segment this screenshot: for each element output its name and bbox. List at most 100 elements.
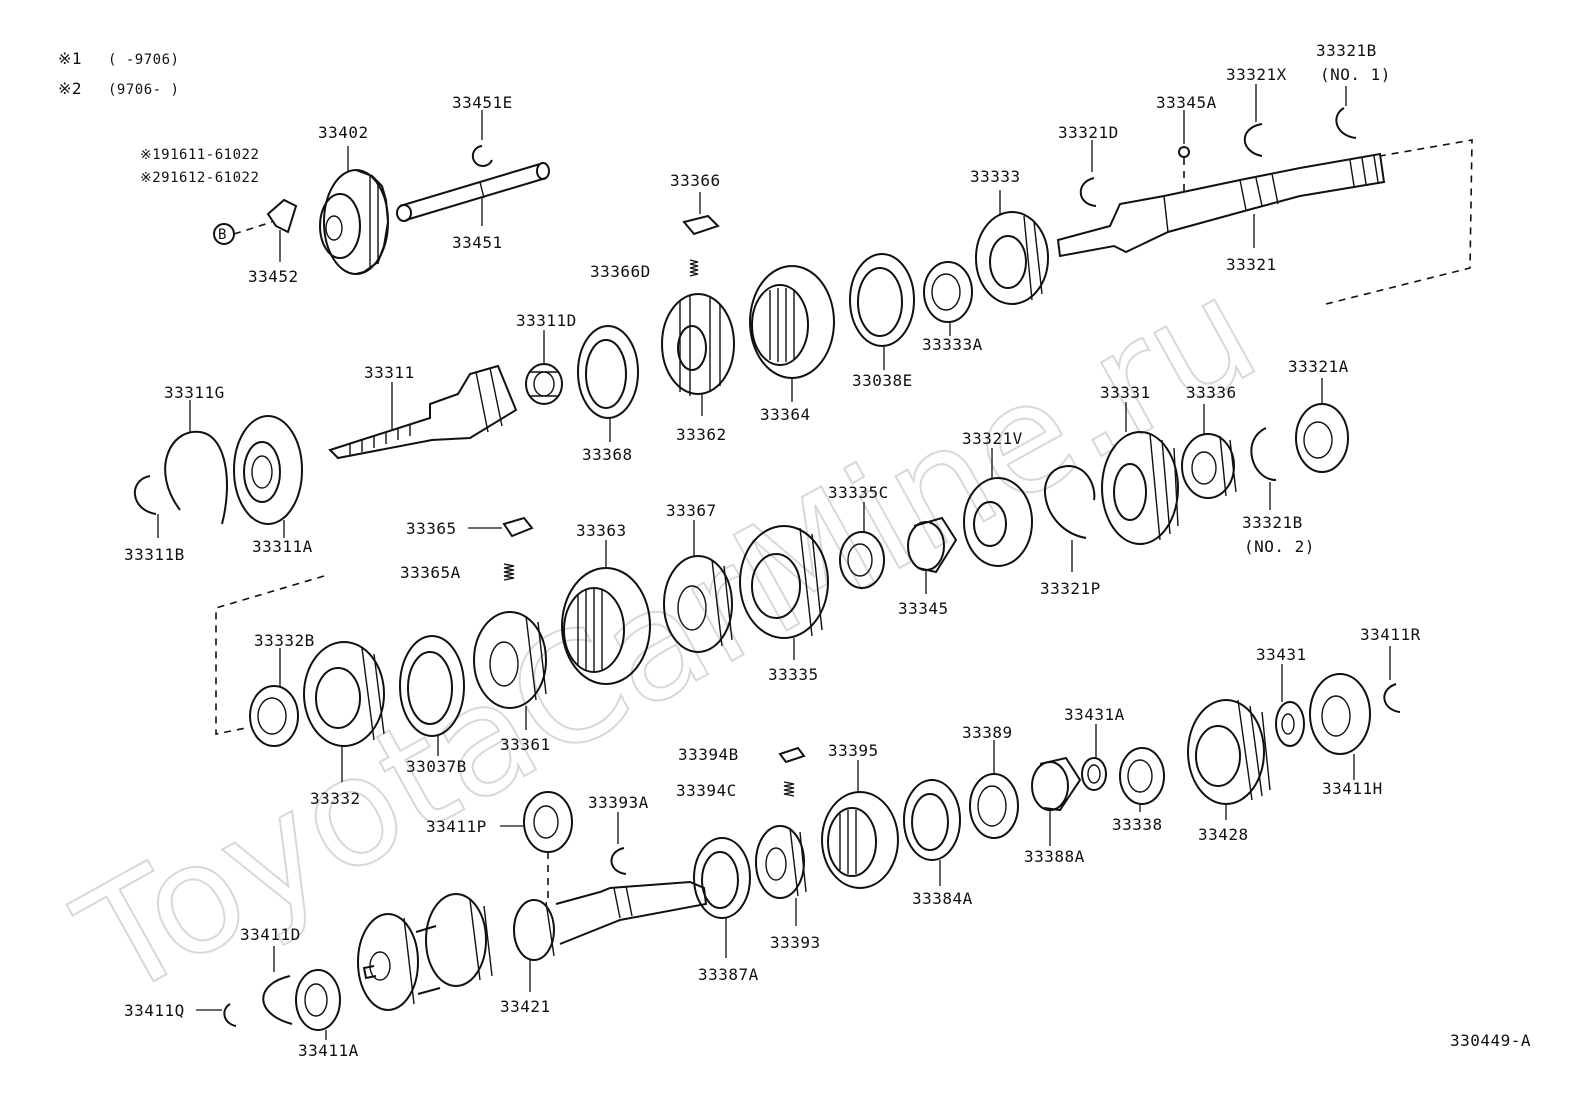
label-33451: 33451: [452, 233, 503, 252]
label-33335: 33335: [768, 665, 819, 684]
label-33362: 33362: [676, 425, 727, 444]
label-33384A: 33384A: [912, 889, 973, 908]
snap-ring-33321X: [1243, 123, 1263, 157]
gear-33336: [1181, 433, 1237, 499]
label-33411D: 33411D: [240, 925, 301, 944]
snap-ring-33411R: [1383, 683, 1401, 713]
label-33321V: 33321V: [962, 429, 1023, 448]
label-33321P: 33321P: [1040, 579, 1101, 598]
snap-ring-33393A: [610, 847, 627, 875]
dashed-connector-right: [1325, 139, 1473, 305]
label-33411A-bottom: 33411A: [298, 1041, 359, 1060]
snap-ring-33321B-no2: [1250, 427, 1277, 481]
bearing-33411A-bottom: [295, 969, 341, 1031]
label-33428: 33428: [1198, 825, 1249, 844]
sync-ring-33037B: [399, 635, 465, 737]
input-shaft-33311: [328, 364, 518, 460]
lock-plate-33452: [266, 198, 298, 234]
idler-gear-33402: [319, 169, 390, 275]
label-33411R: 33411R: [1360, 625, 1421, 644]
washer-33431: [1275, 701, 1305, 747]
counter-shaft-33421: [357, 880, 708, 1011]
label-33311: 33311: [364, 363, 415, 382]
label-33335C: 33335C: [828, 483, 889, 502]
label-33393: 33393: [770, 933, 821, 952]
bearing-33321A: [1295, 403, 1349, 473]
dashed-connector-left: [215, 575, 325, 735]
label-33389: 33389: [962, 723, 1013, 742]
label-33411H: 33411H: [1322, 779, 1383, 798]
label-33345A: 33345A: [1156, 93, 1217, 112]
label-33037B: 33037B: [406, 757, 467, 776]
fifth-gear-group: 33321A 33321B (NO. 2) 33336 33331 33321P: [400, 357, 1349, 685]
label-33332: 33332: [310, 789, 361, 808]
hub-33362: [661, 293, 735, 396]
hub-33393: [755, 825, 807, 899]
label-33431A: 33431A: [1064, 705, 1125, 724]
label-33321X: 33321X: [1226, 65, 1287, 84]
label-33394B: 33394B: [678, 745, 739, 764]
idler-shaft-33451: [396, 162, 550, 222]
spring-33365A: [503, 563, 515, 581]
label-33321: 33321: [1226, 255, 1277, 274]
label-33321B-no1: 33321B: [1316, 41, 1377, 60]
label-33387A: 33387A: [698, 965, 759, 984]
label-33368: 33368: [582, 445, 633, 464]
bearing-33311A: [233, 415, 303, 525]
label-33311B: 33311B: [124, 545, 185, 564]
label-33451E: 33451E: [452, 93, 513, 112]
counter-shaft-group: 33393A 33411P 33421 33411D: [124, 791, 708, 1060]
label-33311D: 33311D: [516, 311, 577, 330]
hub-33367: [663, 555, 733, 653]
label-33395: 33395: [828, 741, 879, 760]
bolt-symbol: B: [218, 227, 227, 243]
bolt-note-2: ※291612-61022: [140, 170, 259, 186]
bolt-note-1: ※191611-61022: [140, 147, 259, 163]
ring-33389: [969, 773, 1019, 839]
sync-ring-33384A: [903, 779, 961, 861]
label-33411Q: 33411Q: [124, 1001, 185, 1020]
label-33393A: 33393A: [588, 793, 649, 812]
label-33321A: 33321A: [1288, 357, 1349, 376]
snap-ring-33411D: [262, 975, 293, 1025]
snap-ring-33321D: [1079, 177, 1097, 207]
sync-ring-33387A: [693, 837, 751, 919]
output-shaft-group: 33321 33321D 33345A 33321X 33321B (NO. 1…: [1056, 41, 1473, 305]
needle-bearing-33332B: [249, 685, 299, 747]
sleeve-33364: [749, 265, 835, 379]
label-33421: 33421: [500, 997, 551, 1016]
label-33365A: 33365A: [400, 563, 461, 582]
needle-bearing-33338: [1119, 747, 1165, 805]
legend: ※1 ( -9706) ※2 (9706- ): [58, 49, 179, 98]
spring-33366D: [689, 259, 699, 277]
output-shaft-33321: [1056, 152, 1386, 258]
reverse-idler-group: ※191611-61022 ※291612-61022 B 33452 3340…: [140, 93, 550, 286]
gear-33331: [1101, 431, 1179, 545]
label-33365: 33365: [406, 519, 457, 538]
label-33388A: 33388A: [1024, 847, 1085, 866]
snap-ring-33311G: [164, 430, 228, 525]
snap-ring-33451E: [471, 145, 493, 167]
hub-33361: [473, 611, 547, 709]
shift-key-33394B: [778, 746, 806, 764]
label-33311G: 33311G: [164, 383, 225, 402]
note2-range: (9706- ): [108, 82, 179, 98]
note1-mark: ※1: [58, 49, 82, 68]
sync-ring-33368: [577, 325, 639, 419]
counter-gear-right-group: 33411R 33411H 33431 33428 33338: [676, 625, 1421, 984]
snap-ring-33321P: [1044, 464, 1096, 539]
label-33038E: 33038E: [852, 371, 913, 390]
label-33366D: 33366D: [590, 262, 651, 281]
bolt-dash: [233, 221, 273, 235]
label-33452: 33452: [248, 267, 299, 286]
note1-range: ( -9706): [108, 52, 179, 68]
label-33366: 33366: [670, 171, 721, 190]
shift-key-33365: [502, 516, 534, 538]
label-33363: 33363: [576, 521, 627, 540]
sync-ring-33038E: [849, 253, 915, 347]
shift-key-33366: [682, 214, 720, 236]
label-33332B: 33332B: [254, 631, 315, 650]
label-33311A: 33311A: [252, 537, 313, 556]
spring-33394C: [783, 781, 795, 797]
